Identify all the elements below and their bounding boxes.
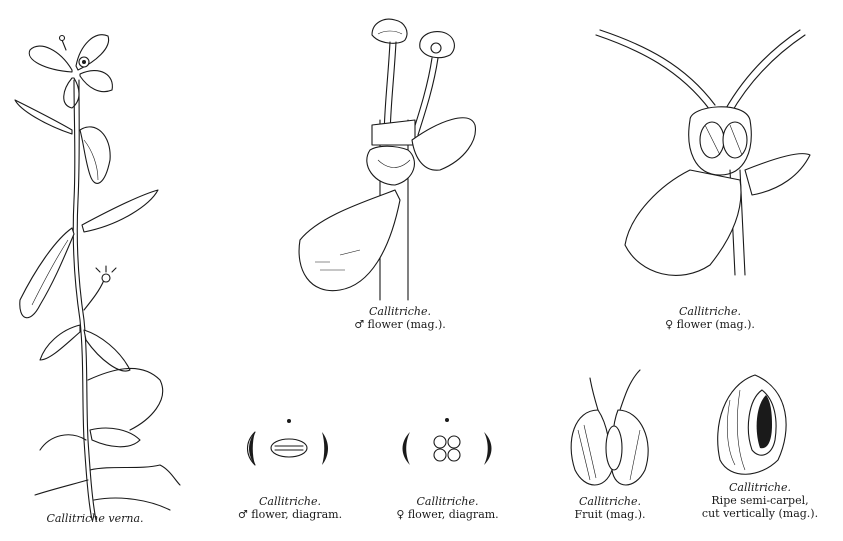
- caption-description: ♀ flower, diagram.: [396, 508, 499, 521]
- caption-semi-carpel: Callitriche. Ripe semi-carpel, cut verti…: [685, 481, 835, 520]
- female-flower-illustration: [595, 29, 811, 276]
- female-diagram-illustration: [402, 418, 492, 465]
- caption-genus: Callitriche.: [729, 481, 791, 494]
- caption-genus: Callitriche.: [416, 495, 479, 508]
- caption-genus: Callitriche verna.: [46, 512, 144, 525]
- plant-illustration: [14, 34, 181, 521]
- caption-description: ♀ flower (mag.).: [665, 318, 755, 331]
- caption-female-flower: Callitriche. ♀ flower (mag.).: [640, 305, 780, 331]
- semi-carpel-illustration: [717, 374, 787, 475]
- caption-plant: Callitriche verna.: [20, 512, 170, 525]
- caption-fruit: Callitriche. Fruit (mag.).: [555, 495, 665, 521]
- male-flower-illustration: [298, 18, 476, 301]
- caption-male-diagram: Callitriche. ♂ flower, diagram.: [220, 495, 360, 521]
- caption-genus: Callitriche.: [369, 305, 431, 318]
- caption-female-diagram: Callitriche. ♀ flower, diagram.: [375, 495, 520, 521]
- caption-genus: Callitriche.: [679, 305, 741, 318]
- caption-description: ♂ flower (mag.).: [354, 318, 446, 331]
- caption-male-flower: Callitriche. ♂ flower (mag.).: [330, 305, 470, 331]
- caption-description: Ripe semi-carpel,: [711, 494, 809, 507]
- caption-description: ♂ flower, diagram.: [237, 508, 343, 521]
- caption-genus: Callitriche.: [259, 495, 321, 508]
- male-diagram-illustration: [246, 419, 328, 466]
- fruit-illustration: [570, 369, 649, 486]
- caption-description: Fruit (mag.).: [574, 508, 646, 521]
- caption-description: cut vertically (mag.).: [701, 507, 819, 520]
- caption-genus: Callitriche.: [579, 495, 641, 508]
